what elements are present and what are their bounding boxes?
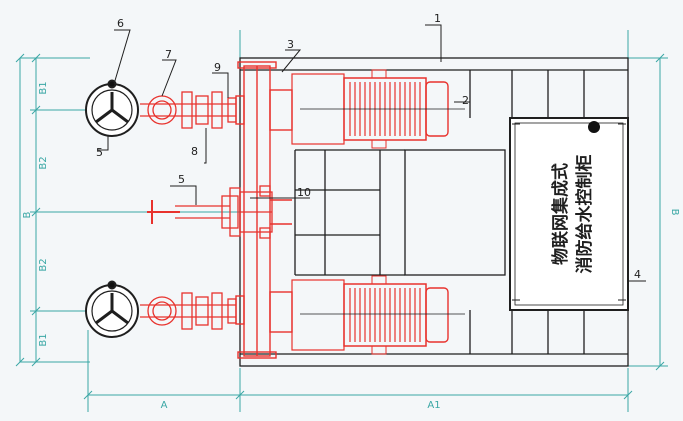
suction-line-bottom (140, 292, 237, 330)
cabinet-title-line1: 物联网集成式 (550, 163, 571, 265)
dim-b1-bottom: B1 (38, 333, 49, 346)
callout-2: 2 (462, 94, 469, 107)
cabinet-title-line2: 消防给水控制柜 (574, 155, 595, 274)
gauge-bottom (85, 280, 139, 338)
callout-10: 10 (297, 186, 311, 199)
manifold (235, 61, 293, 359)
callout-3: 3 (287, 38, 294, 51)
dim-a1: A1 (427, 400, 440, 411)
dim-b1-top: B1 (38, 81, 49, 94)
callout-5b: 5 (178, 173, 185, 186)
dimension-labels: B1 B B2 B2 B1 B A A1 (22, 81, 680, 411)
motor-bottom (291, 275, 465, 355)
cabinet-indicator-icon (588, 121, 600, 133)
callout-6: 6 (117, 17, 124, 30)
outlet-valve (147, 185, 273, 239)
callout-5a: 5 (96, 146, 103, 159)
suction-line-top (140, 91, 237, 129)
callout-4: 4 (634, 268, 641, 281)
base-frame (239, 57, 629, 367)
callout-8: 8 (191, 145, 198, 158)
dim-b2-bottom: B2 (38, 258, 49, 271)
callout-numbers: 1 2 3 4 5 5 6 7 8 9 10 (96, 12, 641, 281)
dimension-lines (15, 30, 668, 412)
motor-top (291, 69, 465, 149)
leader-lines (97, 24, 646, 282)
callout-7: 7 (165, 48, 172, 61)
dim-b-right: B (669, 209, 680, 216)
callout-1: 1 (434, 12, 441, 25)
gauge-top (85, 79, 139, 137)
dim-b-total: B (22, 211, 33, 218)
callout-9: 9 (214, 61, 221, 74)
dim-b2-top: B2 (38, 156, 49, 169)
dim-a: A (161, 400, 168, 411)
control-cabinet: 物联网集成式 消防给水控制柜 (509, 117, 629, 311)
